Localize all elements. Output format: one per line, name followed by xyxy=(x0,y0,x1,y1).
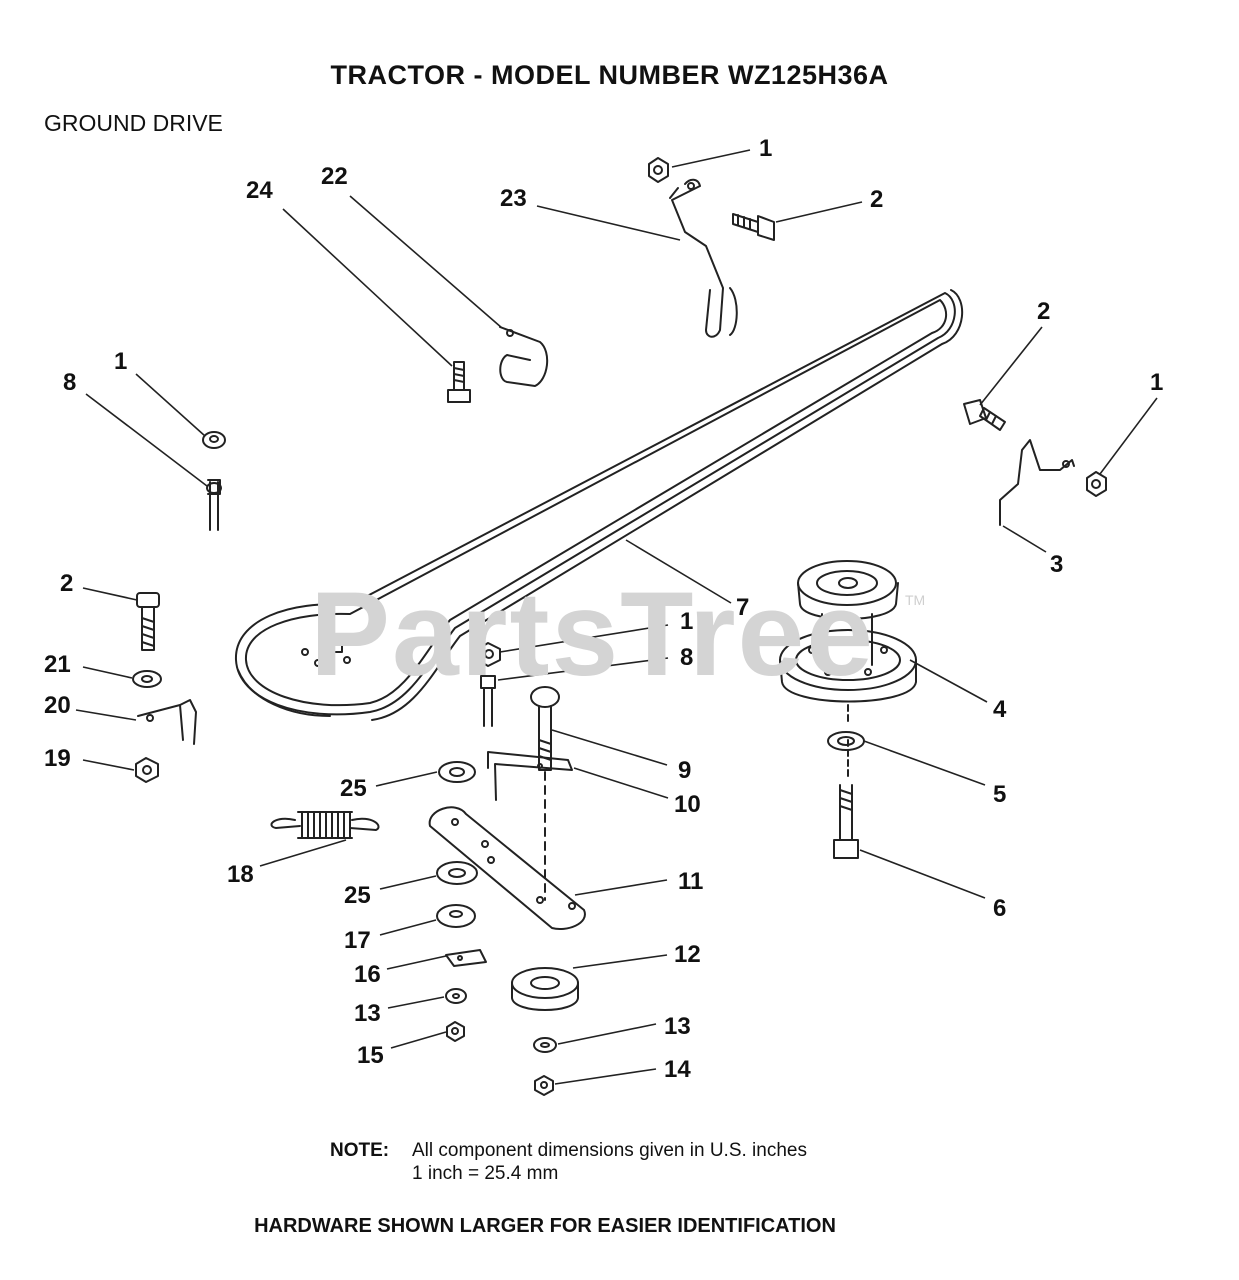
callout-label: 11 xyxy=(678,868,703,895)
engine-pulley-part-4 xyxy=(779,560,917,703)
idler-pulley-part-12 xyxy=(511,967,579,1011)
callout-label: 24 xyxy=(246,177,273,204)
callout-label: 21 xyxy=(44,651,71,678)
stud-part-8-center xyxy=(480,675,496,727)
nut-part-1-left xyxy=(202,431,226,449)
transmission-pulley xyxy=(301,636,354,667)
callout-label: 1 xyxy=(1150,369,1163,396)
callout-label: 4 xyxy=(993,696,1007,723)
leader-lines xyxy=(75,149,1158,1085)
bracket-part-10 xyxy=(487,751,573,801)
washer-part-13-right xyxy=(533,1037,557,1053)
callout-label: 7 xyxy=(736,594,749,621)
section-title: GROUND DRIVE xyxy=(44,110,223,136)
hardware-footer-note: HARDWARE SHOWN LARGER FOR EASIER IDENTIF… xyxy=(254,1215,836,1237)
nut-part-14 xyxy=(534,1075,554,1096)
callout-label: 6 xyxy=(993,895,1006,922)
callout-label: 1 xyxy=(114,348,127,375)
callout-label: 13 xyxy=(354,1000,381,1027)
washer-part-21 xyxy=(132,670,162,688)
nut-part-1-center xyxy=(477,642,501,667)
nut-part-19 xyxy=(135,757,159,783)
callout-label: 13 xyxy=(664,1013,691,1040)
nut-part-15 xyxy=(446,1021,465,1042)
callout-label: 16 xyxy=(354,961,381,988)
callout-label: 22 xyxy=(321,163,348,190)
bolt-part-6 xyxy=(833,784,859,859)
note-label: NOTE: xyxy=(330,1140,390,1161)
spring-part-18 xyxy=(270,811,380,839)
callout-label: 25 xyxy=(340,775,367,802)
callout-labels: 1 2 23 22 24 2 1 1 8 3 2 7 1 8 4 21 20 1… xyxy=(44,135,1163,1083)
callout-label: 3 xyxy=(1050,551,1063,578)
callout-label: 8 xyxy=(680,644,693,671)
bolt-part-24 xyxy=(447,361,471,403)
bracket-part-23 xyxy=(669,178,738,338)
idler-arm-part-11 xyxy=(428,806,586,930)
callout-label: 23 xyxy=(500,185,527,212)
callout-label: 5 xyxy=(993,781,1006,808)
callout-label: 12 xyxy=(674,941,701,968)
callout-label: 19 xyxy=(44,745,71,772)
callout-label: 18 xyxy=(227,861,254,888)
washer-part-13-left xyxy=(445,988,467,1004)
bolt-part-2-top xyxy=(732,213,775,241)
note-line-2: 1 inch = 25.4 mm xyxy=(412,1163,559,1184)
callout-label: 1 xyxy=(680,608,693,635)
callout-label: 9 xyxy=(678,757,691,784)
bracket-part-20 xyxy=(137,699,197,745)
watermark: PartsTree xyxy=(310,567,876,701)
bracket-part-22 xyxy=(499,326,549,387)
carriage-bolt-part-9 xyxy=(530,686,560,771)
bolt-part-2-right xyxy=(963,399,1006,431)
bolt-part-2-left xyxy=(136,592,160,651)
clip-part-16 xyxy=(445,949,487,967)
spacer-part-25-bottom xyxy=(436,861,478,885)
callout-label: 2 xyxy=(60,570,73,597)
nut-part-1-top xyxy=(648,157,669,183)
nut-part-1-right xyxy=(1086,471,1107,497)
callout-label: 14 xyxy=(664,1056,691,1083)
washer-part-17 xyxy=(436,904,476,928)
lock-washer-part-5 xyxy=(827,731,865,751)
spacer-part-25-top xyxy=(438,761,476,783)
callout-label: 2 xyxy=(1037,298,1050,325)
callout-label: 1 xyxy=(759,135,772,162)
stud-part-8-left xyxy=(206,479,222,531)
rod-part-3 xyxy=(999,439,1075,526)
callout-label: 10 xyxy=(674,791,701,818)
callout-label: 15 xyxy=(357,1042,384,1069)
callout-label: 17 xyxy=(344,927,371,954)
callout-label: 25 xyxy=(344,882,371,909)
drive-belt xyxy=(234,289,964,721)
callout-label: 20 xyxy=(44,692,71,719)
callout-label: 2 xyxy=(870,186,883,213)
note-line-1: All component dimensions given in U.S. i… xyxy=(412,1140,807,1161)
watermark-trademark: TM xyxy=(905,592,926,608)
callout-label: 8 xyxy=(63,369,76,396)
page-title: TRACTOR - MODEL NUMBER WZ125H36A xyxy=(330,60,889,90)
